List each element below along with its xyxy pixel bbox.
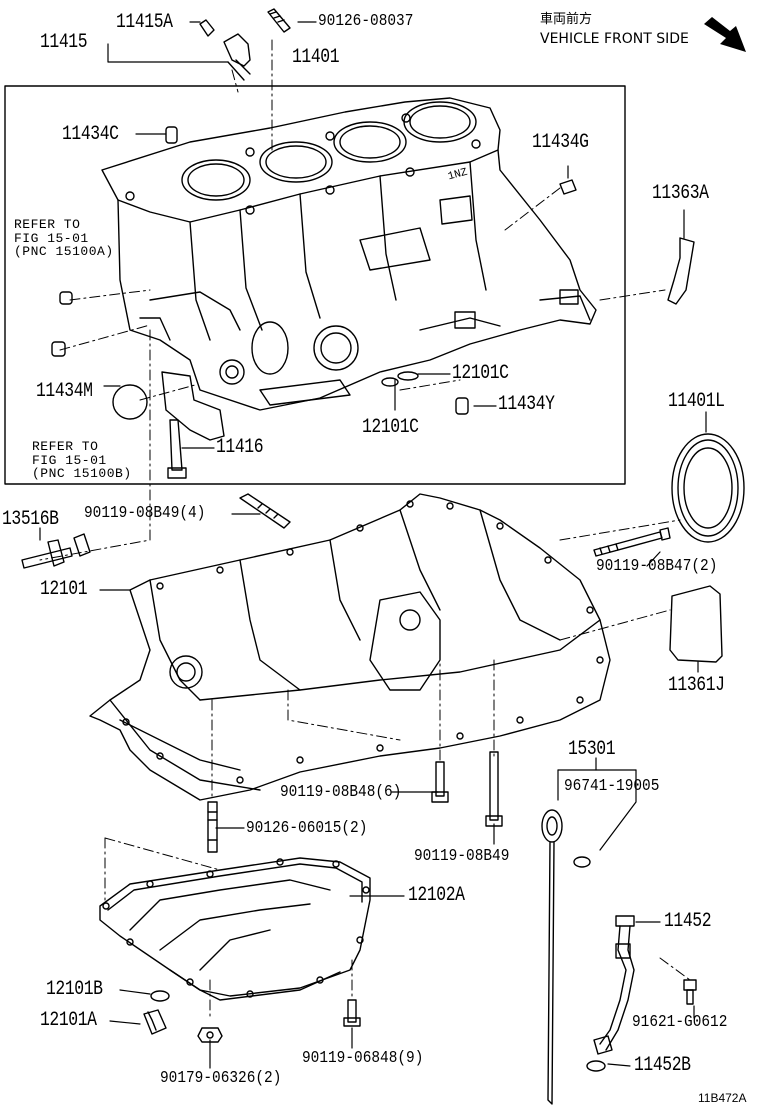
o-ring-11452b xyxy=(586,1060,606,1072)
guide-11452 xyxy=(593,915,635,1055)
cylinder-block-frame xyxy=(4,85,626,485)
part-label-91621-g0612[interactable]: 91621-G0612 xyxy=(632,1013,728,1032)
part-label-11434g[interactable]: 11434G xyxy=(532,131,589,154)
part-label-11434c[interactable]: 11434C xyxy=(62,123,119,146)
part-label-90179-06326-2[interactable]: 90179-06326(2) xyxy=(160,1069,282,1088)
plug-12101c xyxy=(381,371,419,387)
direction-text-jp: 車両前方 xyxy=(540,12,593,27)
bolt-91621-g0612 xyxy=(683,979,697,1005)
bolt-90119-08b49-4 xyxy=(239,493,291,529)
part-label-11434y[interactable]: 11434Y xyxy=(498,393,555,416)
part-label-90126-08037[interactable]: 90126-08037 xyxy=(318,12,414,31)
part-label-12102a[interactable]: 12102A xyxy=(408,884,465,907)
part-label-11416[interactable]: 11416 xyxy=(216,436,264,459)
refer-line[interactable]: FIG 15-01 xyxy=(14,230,89,246)
part-label-90119-08b47-2[interactable]: 90119-08B47(2) xyxy=(596,557,718,576)
bolt-90119-06848 xyxy=(343,999,361,1027)
crankcase-12101 xyxy=(89,493,611,801)
plate-11361j xyxy=(669,585,723,663)
part-label-90119-08b48-6[interactable]: 90119-08B48(6) xyxy=(280,783,402,802)
drain-plug-12101a xyxy=(143,1009,167,1035)
part-label-11415a[interactable]: 11415A xyxy=(116,11,173,34)
part-label-11452b[interactable]: 11452B xyxy=(634,1054,691,1077)
part-label-12101a[interactable]: 12101A xyxy=(40,1009,97,1032)
pipe-11415 xyxy=(199,19,251,81)
part-label-15301[interactable]: 15301 xyxy=(568,738,616,761)
bolt-90119-08b48-6 xyxy=(431,761,449,803)
washer-12101b xyxy=(150,990,170,1002)
dipstick-15301 xyxy=(541,809,591,1105)
cylinder-block-11401 xyxy=(101,97,597,411)
diagram-code: 11B472A xyxy=(698,1091,747,1105)
part-label-90119-08b49[interactable]: 90119-08B49 xyxy=(414,847,510,866)
alignment-lines xyxy=(39,39,691,1021)
direction-text-en: VEHICLE FRONT SIDE xyxy=(540,31,689,47)
pin-11434y xyxy=(455,397,469,415)
stud-90126-06015-2 xyxy=(207,801,218,853)
part-label-11401l[interactable]: 11401L xyxy=(668,390,725,413)
part-label-12101[interactable]: 12101 xyxy=(40,578,88,601)
part-label-11401[interactable]: 11401 xyxy=(292,46,340,69)
gasket-11363a xyxy=(667,237,695,305)
pin-11434c xyxy=(165,126,178,144)
part-label-11452[interactable]: 11452 xyxy=(664,910,712,933)
oil-pan-12102a xyxy=(99,857,371,1001)
part-label-96741-19005[interactable]: 96741-19005 xyxy=(564,777,660,796)
arrow-down-right-icon xyxy=(704,17,746,52)
refer-note-15100a: REFER TO FIG 15-01 (PNC 15100A) xyxy=(14,218,114,259)
part-label-90126-06015-2[interactable]: 90126-06015(2) xyxy=(246,819,368,838)
part-label-13516b[interactable]: 13516B xyxy=(2,508,59,531)
plug-large-15100b xyxy=(112,384,148,420)
bearing-cap-11416 xyxy=(161,371,225,479)
part-label-11361j[interactable]: 11361J xyxy=(668,674,725,697)
part-label-90119-08b49-4[interactable]: 90119-08B49(4) xyxy=(84,504,206,523)
pin-11434m xyxy=(51,291,73,357)
bolt-90126-08037 xyxy=(267,8,291,33)
refer-line: (PNC 15100B) xyxy=(32,466,132,482)
part-label-11434m[interactable]: 11434M xyxy=(36,380,93,403)
bolt-90119-08b49-single xyxy=(485,751,503,827)
nut-90179-06326 xyxy=(197,1027,223,1043)
refer-line: REFER TO xyxy=(14,217,81,232)
oil-seal-11401l xyxy=(671,433,745,543)
part-label-11415[interactable]: 11415 xyxy=(40,31,88,54)
pin-13516b xyxy=(21,533,91,569)
part-label-12101c-upper[interactable]: 12101C xyxy=(452,362,509,385)
part-label-12101c-lower[interactable]: 12101C xyxy=(362,416,419,439)
part-label-11363a[interactable]: 11363A xyxy=(652,182,709,205)
part-label-90119-06848-9[interactable]: 90119-06848(9) xyxy=(302,1049,424,1068)
refer-line: (PNC 15100A) xyxy=(14,244,114,260)
refer-line: REFER TO xyxy=(32,439,99,454)
part-label-12101b[interactable]: 12101B xyxy=(46,978,103,1001)
pin-11434g xyxy=(559,179,577,195)
bolt-90119-08b47-2 xyxy=(593,527,671,557)
refer-line[interactable]: FIG 15-01 xyxy=(32,452,107,468)
refer-note-15100b: REFER TO FIG 15-01 (PNC 15100B) xyxy=(32,440,132,481)
leader-lines xyxy=(39,21,707,1069)
